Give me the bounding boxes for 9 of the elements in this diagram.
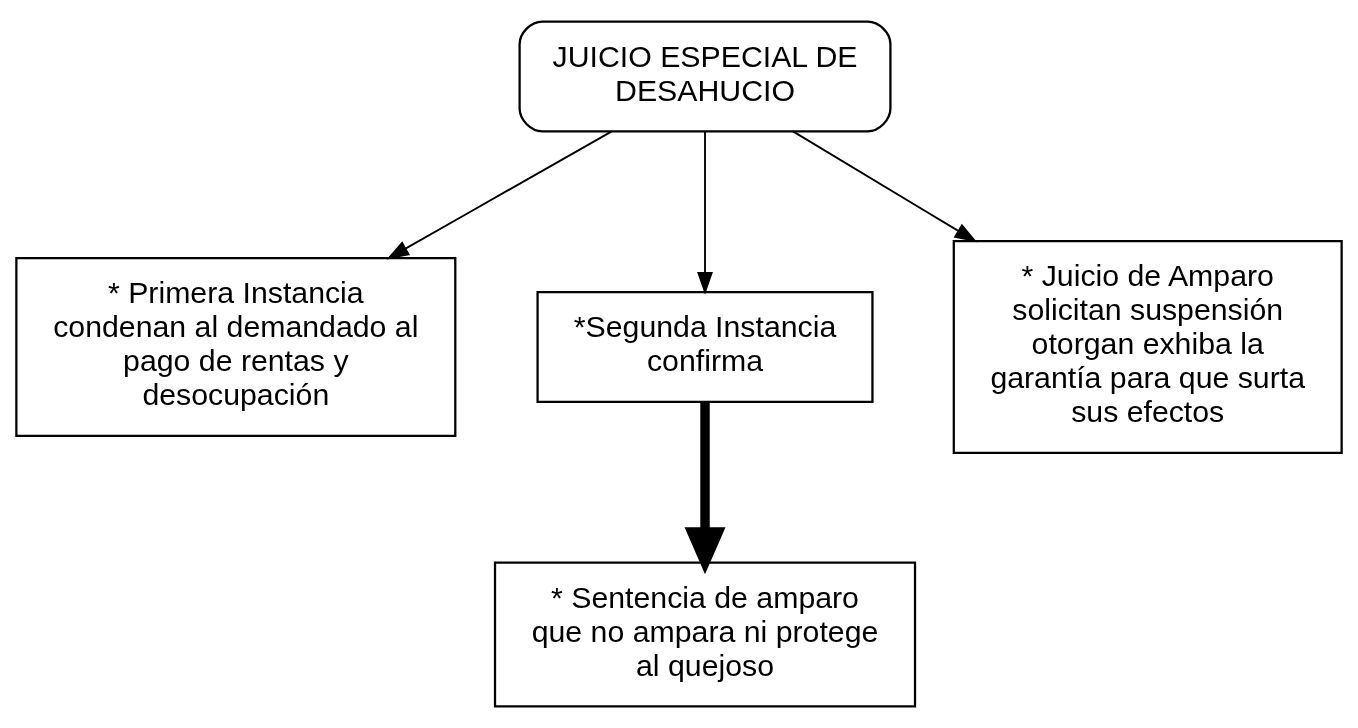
arrow [684, 402, 726, 575]
node-box: JUICIO ESPECIAL DE DESAHUCIO [518, 20, 892, 133]
node-box: * Juicio de Amparo solicitan suspensión otorgan exhiba la garantía para que surta sus efectos [952, 239, 1343, 455]
arrow [697, 130, 713, 295]
node-box: *Segunda Instancia confirma [536, 290, 874, 403]
arrow [386, 130, 613, 260]
node-box: * Primera Instancia condenan al demandado al pago de rentas y desocupación [15, 256, 457, 438]
arrow [792, 130, 978, 243]
node-box: * Sentencia de amparo que no ampara ni protege al quejoso [493, 561, 917, 708]
